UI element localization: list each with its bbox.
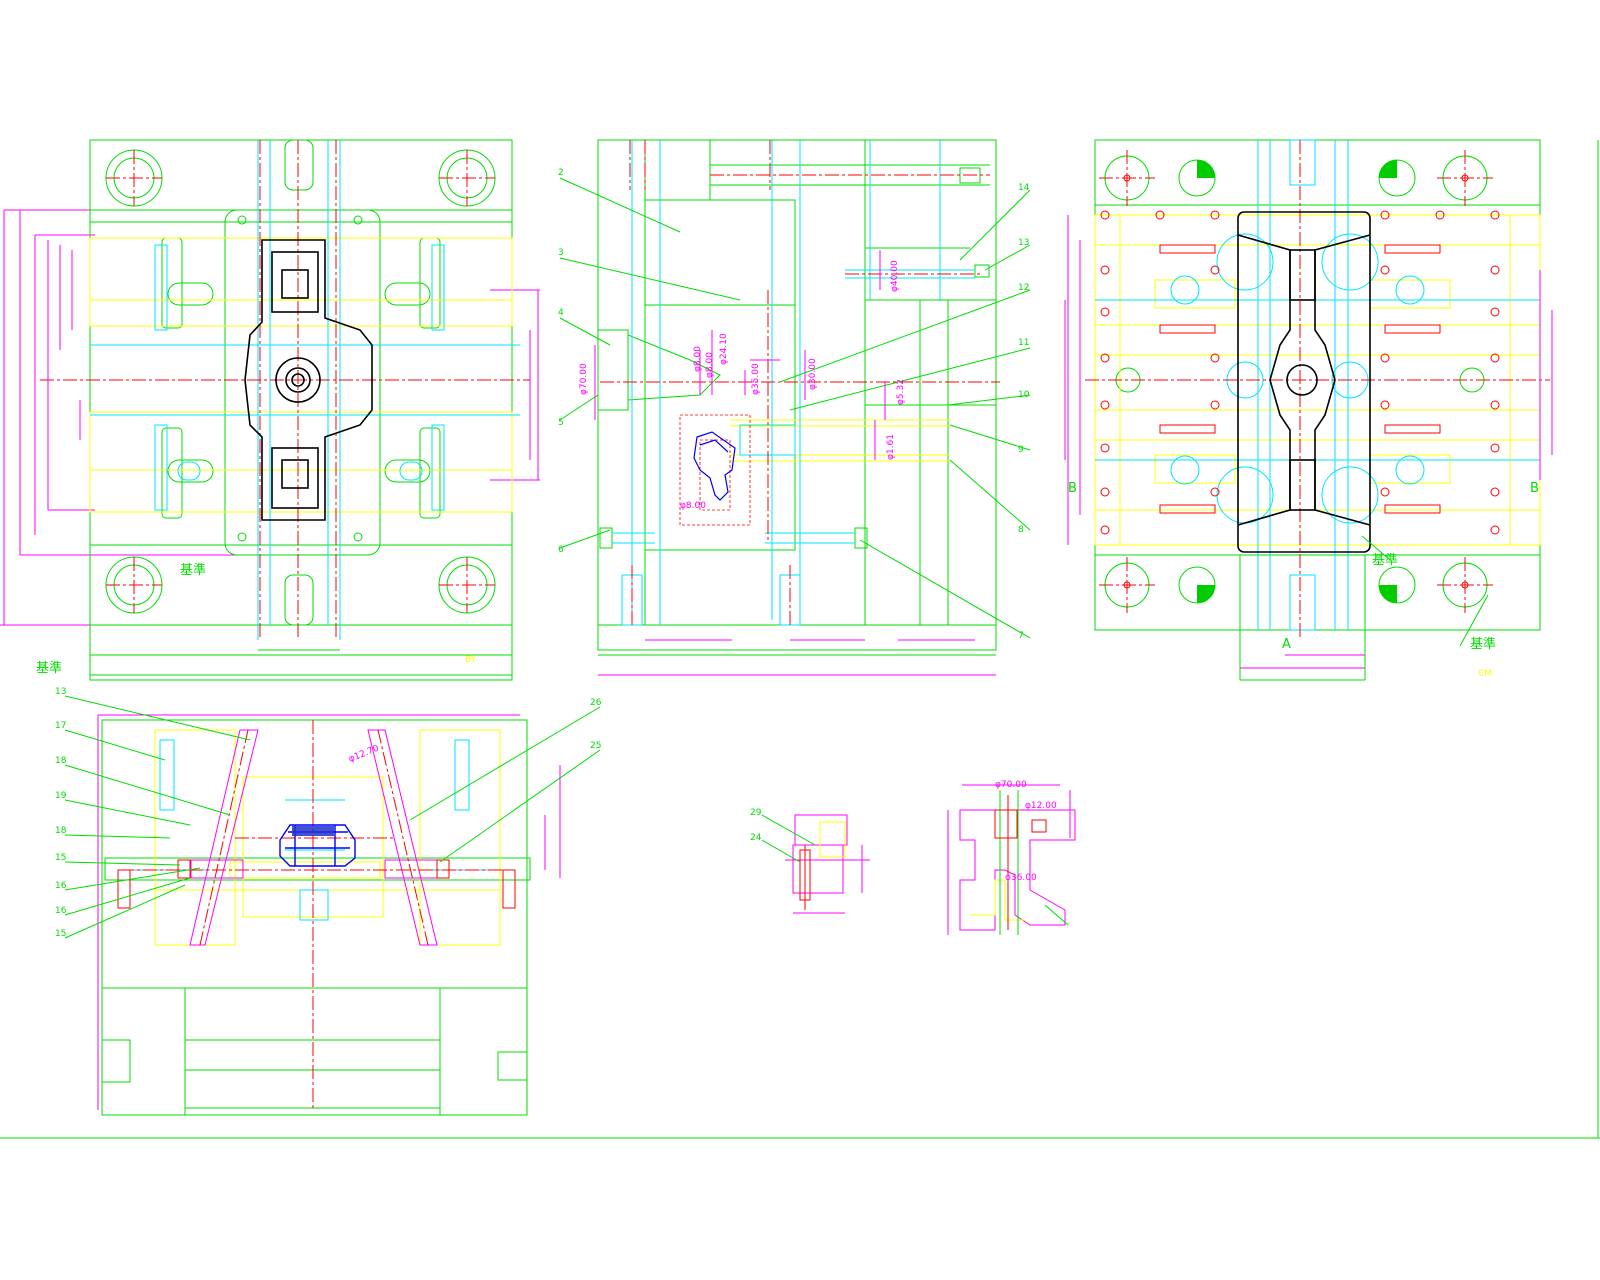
dim-phi70: φ70.00 — [579, 363, 589, 395]
callout-4: 4 — [558, 308, 564, 318]
callout-10: 10 — [1018, 390, 1030, 400]
callout-5: 5 — [558, 418, 564, 428]
section-mark-b-right: B — [1530, 481, 1539, 496]
callout-11: 11 — [1018, 338, 1029, 348]
callout-24: 24 — [750, 833, 762, 843]
callout-r25: 25 — [590, 741, 601, 751]
sheet-border — [0, 140, 1600, 1139]
dim-detail-phi36: φ36.00 — [1005, 873, 1037, 883]
callout-l18a: 18 — [55, 756, 67, 766]
callout-r26: 26 — [590, 698, 602, 708]
datum-label-top-left: 基準 — [180, 562, 206, 578]
dim-phi8-a: φ8.00 — [693, 346, 703, 372]
bottom-left-section-view: 基準 13 17 18 19 18 15 16 16 15 26 25 φ12.… — [36, 660, 602, 1116]
callout-14: 14 — [1018, 183, 1030, 193]
callout-29: 29 — [750, 808, 762, 818]
top-middle-section-view: 2 3 4 5 6 14 13 12 11 10 9 8 7 φ70.00 φ8… — [558, 139, 1031, 676]
section-mark-b-left: B — [1068, 481, 1077, 496]
view-tag-top-right: CM — [1478, 669, 1492, 679]
dim-phi24: φ24.10 — [719, 333, 729, 365]
callout-7: 7 — [1018, 631, 1024, 641]
callout-9: 9 — [1018, 445, 1024, 455]
dim-phi1: φ1.61 — [886, 434, 896, 460]
dim-phi30: φ30.00 — [808, 358, 818, 390]
dim-detail-phi70: φ70.00 — [995, 780, 1027, 790]
top-left-plan-view: 基準 BY — [0, 139, 540, 681]
datum-label-bottom-right: 基準 — [1470, 636, 1496, 652]
bottom-right-detail: φ70.00 φ12.00 φ36.00 — [947, 780, 1076, 935]
datum-label-top-right: 基準 — [1372, 552, 1398, 568]
callout-l15b: 15 — [55, 929, 66, 939]
callout-13: 13 — [1018, 238, 1029, 248]
dim-phi40: φ40.00 — [890, 260, 900, 292]
callout-3: 3 — [558, 248, 564, 258]
dim-phi8-b: φ8.00 — [705, 352, 715, 378]
callout-l13: 13 — [55, 687, 66, 697]
dim-phi35: φ35.00 — [751, 363, 761, 395]
callout-l15a: 15 — [55, 853, 66, 863]
callout-l16b: 16 — [55, 906, 67, 916]
callout-12: 12 — [1018, 283, 1029, 293]
bottom-middle-detail: 29 24 — [750, 808, 870, 914]
callout-l18b: 18 — [55, 826, 67, 836]
callout-l19: 19 — [55, 791, 67, 801]
callout-l17: 17 — [55, 721, 66, 731]
dim-phi5: φ5.32 — [896, 379, 906, 405]
callout-8: 8 — [1018, 525, 1024, 535]
callout-6: 6 — [558, 545, 564, 555]
datum-label-bottom-left: 基準 — [36, 660, 62, 676]
callout-l16a: 16 — [55, 881, 67, 891]
dim-phi8-c: φ8.00 — [680, 501, 706, 511]
callout-2: 2 — [558, 168, 564, 178]
section-mark-a: A — [1282, 637, 1291, 652]
top-right-plan-view: B B A 基準 基準 CM — [1064, 139, 1553, 681]
dim-detail-phi12: φ12.00 — [1025, 801, 1057, 811]
view-tag-top-left: BY — [465, 655, 477, 665]
